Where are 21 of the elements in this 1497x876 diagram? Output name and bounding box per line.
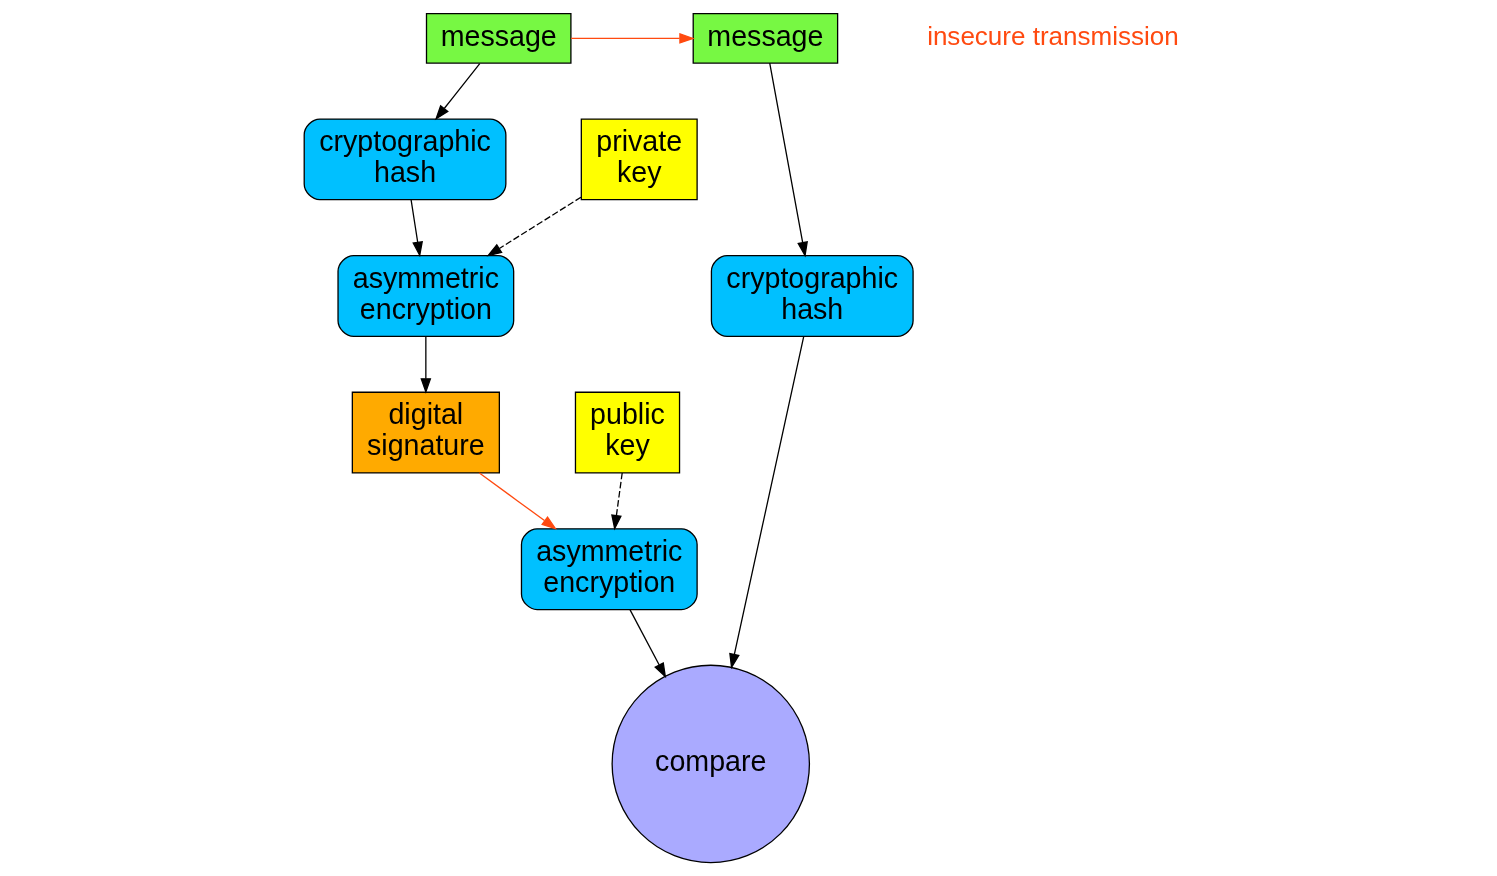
- arrow: [769, 62, 808, 258]
- node-box: digital signature: [351, 391, 500, 474]
- node-box: message: [425, 13, 572, 64]
- label: insecure transmission: [927, 20, 1179, 51]
- arrow: [611, 472, 623, 531]
- node-circle: compare: [611, 664, 811, 864]
- arrow: [478, 472, 557, 530]
- arrow: [570, 32, 695, 44]
- node-box: private key: [580, 118, 698, 201]
- arrow: [629, 609, 667, 679]
- arrow: [410, 199, 424, 258]
- node-box: asymmetric encryption: [520, 528, 698, 611]
- node-box: public key: [574, 391, 681, 474]
- node-box: asymmetric encryption: [337, 255, 515, 337]
- node-box: cryptographic hash: [303, 118, 507, 201]
- arrow: [434, 63, 481, 121]
- arrow: [729, 335, 805, 670]
- node-box: cryptographic hash: [710, 255, 914, 337]
- node-box: message: [692, 13, 839, 64]
- arrow: [420, 335, 432, 394]
- arrow: [486, 196, 582, 257]
